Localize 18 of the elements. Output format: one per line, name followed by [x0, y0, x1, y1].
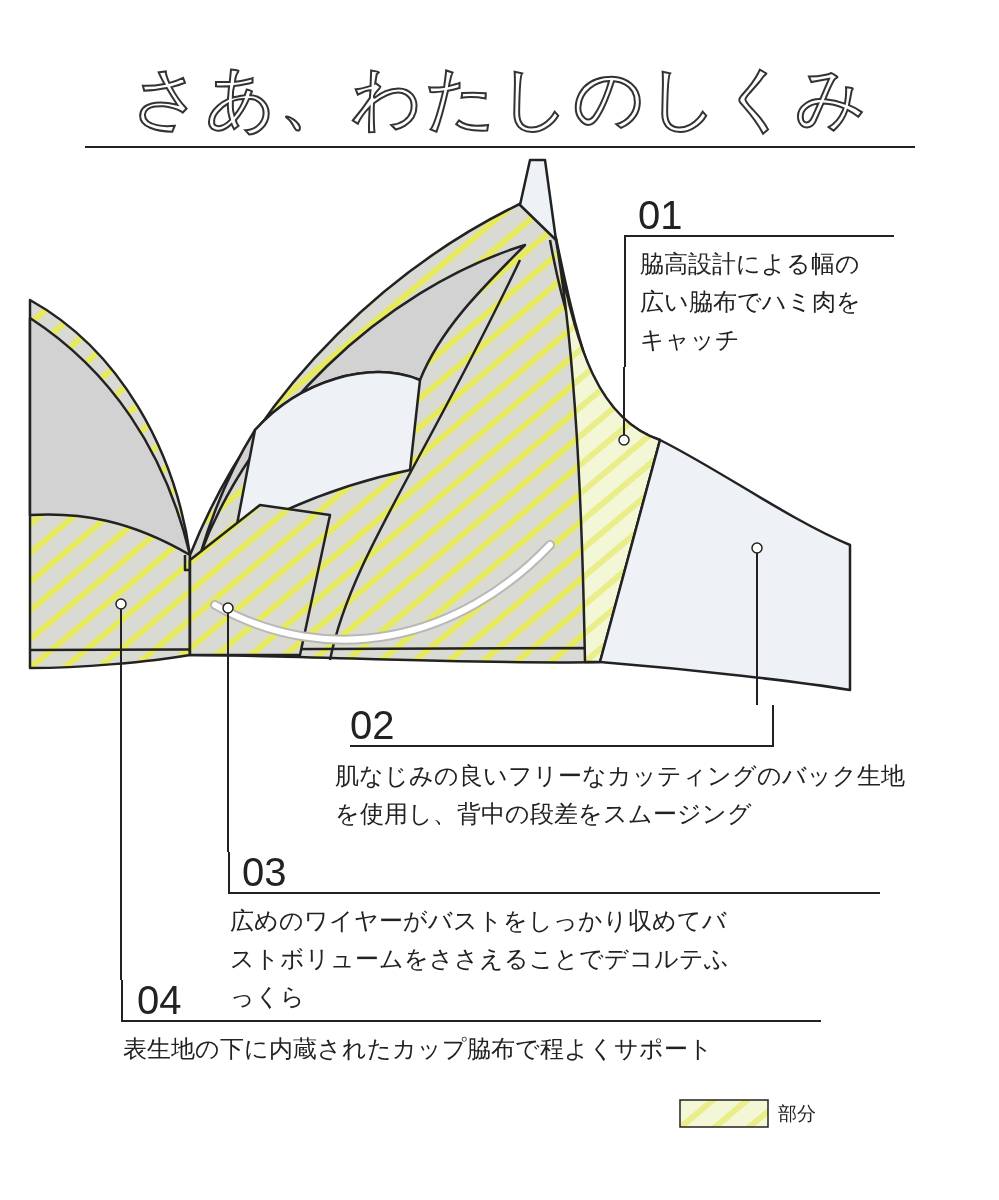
description-text: 表生地の下に内蔵されたカップ脇布で程よくサポート	[123, 1034, 714, 1065]
leader-line	[222, 602, 234, 853]
leader-line	[618, 366, 630, 446]
back-band	[598, 438, 852, 692]
legend-text: 部分	[778, 1101, 816, 1125]
leader-line	[751, 542, 763, 706]
description-text: 肌なじみの良いフリーなカッティングのバック生地を使用し、背中の段差をスムージング	[335, 761, 905, 830]
callout-number: 04	[137, 980, 182, 1020]
callout-number: 01	[638, 195, 683, 235]
leader-line	[115, 598, 127, 981]
cup-side-fabric	[188, 503, 332, 657]
description-text: 脇高設計による幅の広い脇布でハミ肉をキャッチ	[640, 249, 862, 356]
title: さあ、わたしのしくみ	[130, 56, 870, 141]
side-panel	[554, 238, 662, 664]
description-text: 広めのワイヤーがバストをしっかり収めてバストボリュームをささえることでデコルテふっくら	[230, 906, 730, 1013]
callout-number: 03	[242, 852, 287, 892]
callout-number: 02	[350, 705, 395, 745]
wire	[210, 540, 555, 645]
